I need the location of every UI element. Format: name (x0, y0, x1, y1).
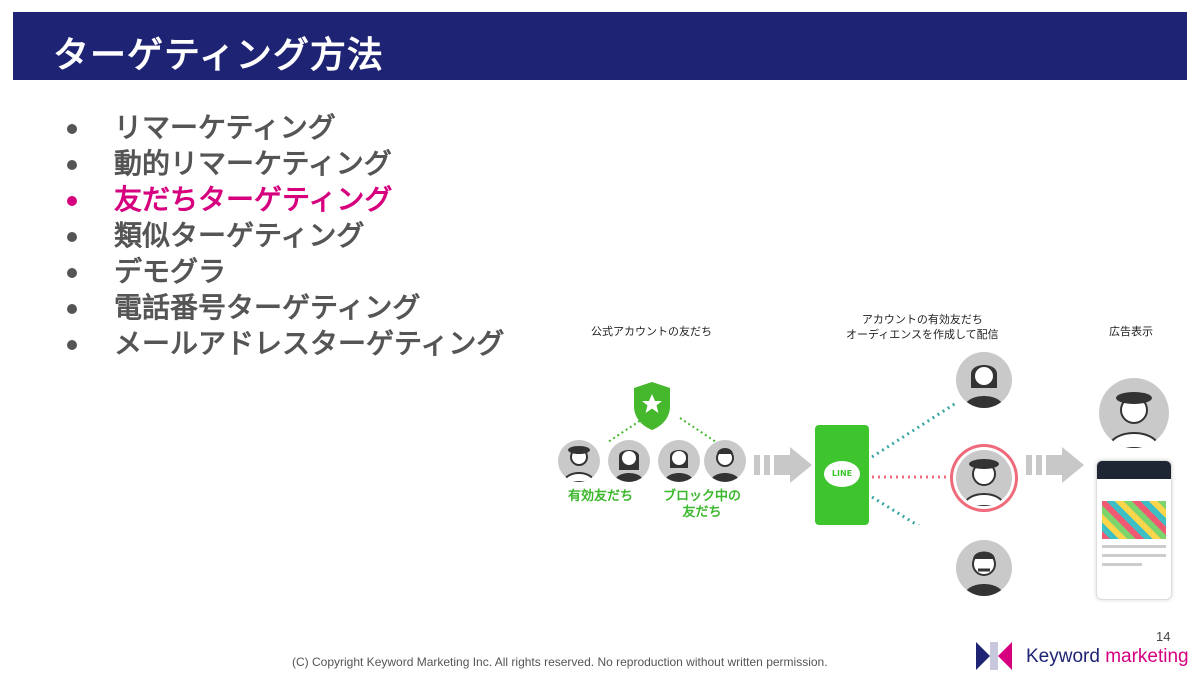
bullet-label: リマーケティング (114, 111, 336, 144)
audience-avatar-1 (956, 352, 1012, 408)
bullet-label: メールアドレスターゲティング (114, 327, 505, 360)
bullet-item-friend-targeting: 友だちターゲティング (62, 182, 504, 218)
bullet-dot (67, 196, 77, 206)
person-icon (964, 365, 1004, 408)
logo-word-keyword: Keyword (1026, 646, 1100, 667)
page-title: ターゲティング方法 (53, 35, 384, 76)
bullet-dot (67, 124, 77, 134)
line-logo: LINE (824, 461, 860, 487)
label-active-friends: 有効友だち (568, 489, 634, 504)
bullet-list: リマーケティング 動的リマーケティング 友だちターゲティング 類似ターゲティング… (62, 110, 504, 362)
bullet-label: 電話番号ターゲティング (114, 291, 421, 324)
shield-connector-lines (607, 417, 717, 443)
label-blocked-line1: ブロック中の (663, 489, 742, 504)
bullet-dot (67, 340, 77, 350)
bullet-dot (67, 304, 77, 314)
person-icon (964, 551, 1004, 596)
ad-phone-header (1097, 461, 1171, 479)
bullet-label: 友だちターゲティング (114, 183, 393, 216)
friend-avatar-2 (608, 440, 650, 482)
ad-text-line (1102, 554, 1166, 557)
audience-connector-lines (871, 401, 957, 525)
title-bar: ターゲティング方法 (13, 12, 1187, 80)
person-icon (962, 459, 1006, 506)
logo-word-marketing: marketing (1105, 646, 1189, 667)
ad-text-line (1102, 545, 1166, 548)
bullet-item-dynamic-remarketing: 動的リマーケティング (62, 146, 504, 182)
label-blocked-line2: 友だち (682, 505, 722, 520)
person-icon (614, 450, 644, 482)
arrow-right-icon (754, 447, 812, 483)
bullet-item-remarketing: リマーケティング (62, 110, 504, 146)
person-icon (562, 446, 596, 482)
person-icon (664, 450, 694, 482)
line-app-phone: LINE (815, 425, 869, 525)
keyword-marketing-logo-icon (976, 642, 1012, 670)
bullet-item-email: メールアドレスターゲティング (62, 326, 504, 362)
bullet-label: 動的リマーケティング (114, 147, 392, 180)
arrow-right-icon (1026, 447, 1084, 483)
bullet-dot (67, 268, 77, 278)
audience-avatar-2 (956, 450, 1012, 506)
company-logo: Keyword marketing (974, 638, 1190, 674)
ad-text-line (1102, 563, 1142, 566)
bullet-item-phone: 電話番号ターゲティング (62, 290, 504, 326)
logo-wordmark: Keyword marketing (1026, 646, 1189, 668)
targeting-diagram: 公式アカウントの友だち アカウントの有効友だち オーディエンスを作成して配信 広… (550, 300, 1200, 610)
footer-copyright: (C) Copyright Keyword Marketing Inc. All… (292, 655, 828, 669)
label-blocked-friends: ブロック中の 友だち (663, 489, 741, 521)
bullet-label: 類似ターゲティング (114, 219, 365, 252)
bullet-item-demographic: デモグラ (62, 254, 504, 290)
caption-friends: 公式アカウントの友だち (591, 325, 712, 338)
audience-avatar-3 (956, 540, 1012, 596)
caption-audience-line2: オーディエンスを作成して配信 (846, 328, 999, 341)
person-icon (710, 448, 740, 482)
person-icon (1107, 392, 1161, 448)
bullet-dot (67, 232, 77, 242)
caption-ad: 広告表示 (1109, 325, 1153, 338)
page-number: 14 (1156, 629, 1171, 644)
ad-phone-screen (1096, 460, 1172, 600)
caption-audience-line1: アカウントの有効友だち (861, 313, 983, 326)
bullet-label: デモグラ (114, 255, 227, 288)
ad-viewer-avatar (1099, 378, 1169, 448)
bullet-dot (67, 160, 77, 170)
bullet-item-lookalike: 類似ターゲティング (62, 218, 504, 254)
friend-avatar-4 (704, 440, 746, 482)
caption-audience: アカウントの有効友だち オーディエンスを作成して配信 (846, 312, 999, 342)
friend-avatar-3 (658, 440, 700, 482)
ad-banner-image (1102, 501, 1166, 539)
friend-avatar-1 (558, 440, 600, 482)
